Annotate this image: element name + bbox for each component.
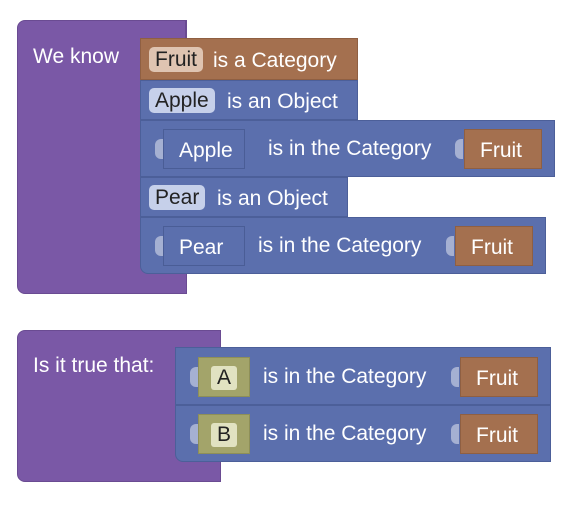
- object-definition-block-apple[interactable]: Apple is an Object: [140, 80, 358, 120]
- category-value-text: Fruit: [476, 424, 518, 447]
- query-row-b[interactable]: B is in the Category Fruit: [175, 405, 551, 462]
- object-input-value: Pear: [179, 236, 224, 259]
- membership-block-pear[interactable]: Pear is in the Category Fruit: [140, 217, 546, 274]
- variable-block[interactable]: A: [198, 357, 250, 397]
- object-definition-text: is an Object: [217, 187, 328, 210]
- input-connector-icon: [190, 367, 198, 387]
- input-connector-icon: [190, 424, 198, 444]
- membership-text: is in the Category: [263, 422, 427, 445]
- category-definition-text: is a Category: [213, 49, 337, 72]
- membership-block-apple[interactable]: Apple is in the Category Fruit: [140, 120, 555, 177]
- input-connector-icon: [155, 139, 163, 159]
- object-definition-block-pear[interactable]: Pear is an Object: [140, 177, 348, 217]
- we-know-block-top-cap: [140, 20, 186, 40]
- query-row-a[interactable]: A is in the Category Fruit: [175, 347, 551, 405]
- category-value-text: Fruit: [471, 236, 513, 259]
- input-connector-icon: [455, 139, 463, 159]
- variable-name-field[interactable]: A: [211, 366, 237, 390]
- variable-name-field[interactable]: B: [211, 423, 237, 447]
- input-connector-icon: [451, 424, 459, 444]
- category-value-text: Fruit: [476, 367, 518, 390]
- category-value-block[interactable]: Fruit: [455, 226, 533, 266]
- input-connector-icon: [446, 236, 454, 256]
- membership-text: is in the Category: [268, 137, 432, 160]
- membership-text: is in the Category: [258, 234, 422, 257]
- object-input-slot[interactable]: Pear: [163, 226, 245, 266]
- category-value-text: Fruit: [480, 139, 522, 162]
- object-name-field[interactable]: Apple: [149, 88, 215, 113]
- membership-text: is in the Category: [263, 365, 427, 388]
- category-name-field[interactable]: Fruit: [149, 47, 203, 72]
- object-definition-text: is an Object: [227, 90, 338, 113]
- object-input-value: Apple: [179, 139, 233, 162]
- category-value-block[interactable]: Fruit: [464, 129, 542, 169]
- input-connector-icon: [155, 236, 163, 256]
- category-value-block[interactable]: Fruit: [460, 357, 538, 397]
- input-connector-icon: [451, 367, 459, 387]
- query-label: Is it true that:: [33, 354, 155, 377]
- category-value-block[interactable]: Fruit: [460, 414, 538, 454]
- we-know-label: We know: [33, 45, 119, 68]
- category-definition-block[interactable]: Fruit is a Category: [140, 38, 358, 80]
- object-input-slot[interactable]: Apple: [163, 129, 245, 169]
- variable-block[interactable]: B: [198, 414, 250, 454]
- object-name-field[interactable]: Pear: [149, 185, 206, 210]
